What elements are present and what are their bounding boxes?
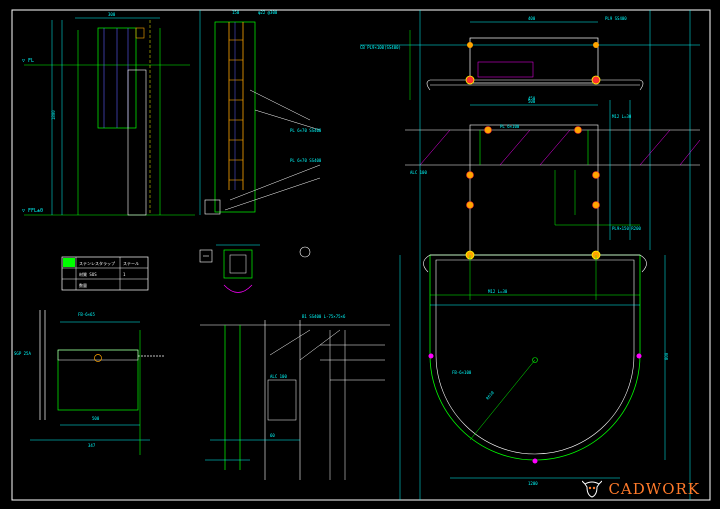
tb-row2a: 材質 SUS	[79, 271, 97, 277]
note-alc-mid: ALC 100	[270, 374, 287, 379]
cow-skull-icon	[582, 480, 603, 498]
tb-row2b: 1	[123, 272, 126, 277]
note-m12-bottom: M12 L=30	[488, 289, 508, 294]
note-pl9-r: PL9×150 R200	[612, 226, 641, 231]
dim-500-top: 500	[528, 99, 536, 104]
dim-300: 300	[108, 12, 116, 17]
tb-row1b: ステール	[123, 260, 139, 266]
dim-1200: 1200	[528, 481, 538, 486]
tb-row3a: 数量	[79, 282, 87, 288]
fl-label: ▽ FL	[22, 58, 34, 64]
note-pl-1: PL 6×70 SS400	[290, 128, 322, 133]
radius-r610: R610	[485, 390, 495, 401]
dim-500-l: 500	[92, 416, 100, 421]
note-pl9: PL9 SS400	[605, 16, 627, 21]
note-sgp: SGP 25A	[14, 351, 31, 356]
dim-347: 347	[88, 443, 96, 448]
title-block: ステンレスタラップ ステール 材質 SUS 1 数量	[61, 256, 149, 291]
note-pl6: PL 6×100	[500, 124, 520, 129]
ffl-label: ▽ FFL±0	[22, 208, 43, 214]
dim-450: 450	[528, 96, 536, 101]
plan-middle: PL 6×100 M12 L=30 ALC 100 PL9×150 R200 5…	[405, 99, 701, 256]
plan-top: CB PL9×100(SS400) PL9 SS400 400 450	[360, 10, 700, 250]
dimension-ticks	[419, 10, 691, 500]
note-cb: CB PL9×100(SS400)	[360, 45, 401, 50]
drawing-frame	[11, 9, 711, 501]
wall-section-detail: B1 SS400 L-75×75×6 ALC 100 60	[200, 314, 390, 480]
cadwork-logo: CADWORK	[582, 477, 700, 501]
plan-bottom: R610 FB-6×100 M12 L=30 1200 800	[399, 250, 669, 500]
ladder-elevation: ▽ FL ▽ FFL±0 1800 300	[22, 10, 322, 216]
brand-text: CADWORK	[608, 480, 700, 498]
note-m12: M12 L=30	[612, 114, 632, 119]
section-detail	[199, 244, 311, 293]
dim-60: 60	[270, 433, 275, 438]
tb-row1a: ステンレスタラップ	[79, 260, 115, 266]
dim-150: 150	[232, 10, 240, 15]
note-fb: FB-6×65	[78, 312, 95, 317]
dim-400: 400	[528, 16, 536, 21]
note-fb-bottom: FB-6×100	[452, 370, 472, 375]
bracket-detail: FB-6×65 SGP 25A 500 347	[14, 310, 165, 455]
dim-800: 800	[664, 352, 669, 360]
note-alc: ALC 100	[410, 170, 427, 175]
dim-1800: 1800	[51, 110, 56, 120]
note-pl-2: PL 6×70 SS400	[290, 158, 322, 163]
note-step: φ22 @300	[258, 10, 278, 15]
note-b1: B1 SS400 L-75×75×6	[302, 314, 346, 319]
